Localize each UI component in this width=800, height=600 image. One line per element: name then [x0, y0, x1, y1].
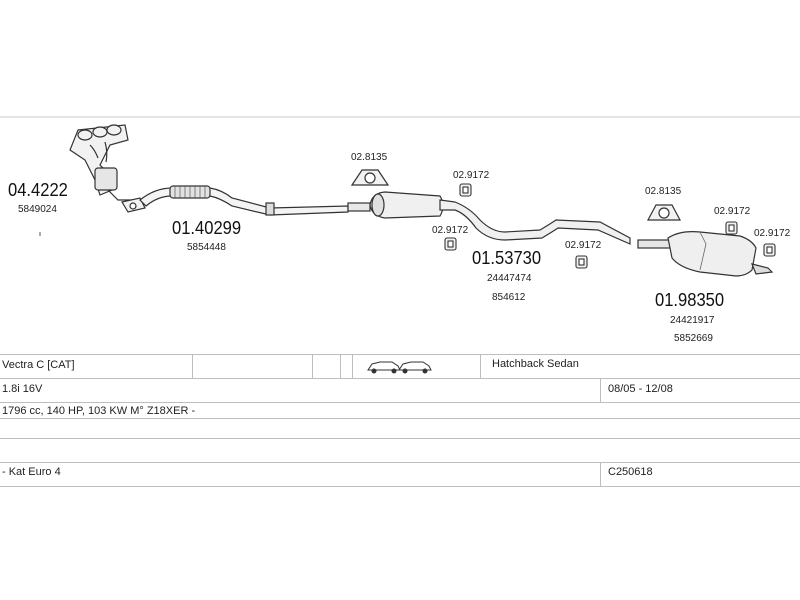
table-rule: [0, 462, 800, 463]
part-number-rear: 01.98350: [655, 290, 725, 310]
table-divider: [480, 355, 481, 378]
hanger-d-drawing: [725, 221, 738, 235]
table-divider: [600, 379, 601, 402]
table-divider: [340, 355, 341, 378]
oe-number-middle-2: 854612: [492, 292, 526, 303]
vehicle-model: Vectra C [CAT]: [2, 359, 75, 371]
label-hanger-a: 02.9172: [453, 170, 490, 181]
manifold-drawing: [69, 124, 146, 213]
oe-number-rear-2: 5852669: [674, 333, 713, 344]
table-divider: [312, 355, 313, 378]
table-rule: [0, 354, 800, 355]
vehicle-code: C250618: [608, 466, 653, 478]
label-gasket-a: 02.8135: [351, 152, 388, 163]
gasket-b-drawing: [647, 204, 681, 221]
car-icons: [367, 361, 432, 374]
table-rule: [0, 378, 800, 379]
hanger-b-drawing: [444, 237, 457, 251]
table-rule: [0, 486, 800, 487]
gasket-a-drawing: [350, 169, 390, 186]
label-gasket-b: 02.8135: [645, 186, 682, 197]
vehicle-emission: - Kat Euro 4: [2, 466, 61, 478]
oe-number-front-pipe: 5854448: [187, 242, 226, 253]
table-rule: [0, 418, 800, 419]
part-number-manifold: 04.4222: [8, 180, 68, 200]
front-pipe-drawing: [139, 185, 349, 216]
label-hanger-c: 02.9172: [565, 240, 602, 251]
hanger-c-drawing: [575, 255, 588, 269]
label-hanger-d: 02.9172: [714, 206, 751, 217]
oe-number-middle-1: 24447474: [487, 273, 532, 284]
table-divider: [192, 355, 193, 378]
table-divider: [352, 355, 353, 378]
oe-number-manifold: 5849024: [18, 204, 57, 215]
vehicle-body: Hatchback Sedan: [492, 358, 579, 370]
middle-silencer-drawing: [347, 191, 631, 245]
hanger-a-drawing: [459, 183, 472, 197]
hanger-e-drawing: [763, 243, 776, 257]
vehicle-engine: 1.8i 16V: [2, 383, 43, 395]
part-number-front-pipe: 01.40299: [172, 218, 242, 238]
rear-silencer-drawing: [637, 231, 774, 277]
table-rule: [0, 402, 800, 403]
part-number-middle: 01.53730: [472, 248, 542, 268]
label-hanger-e: 02.9172: [754, 228, 791, 239]
vehicle-spec: 1796 cc, 140 HP, 103 KW M° Z18XER -: [2, 405, 196, 417]
oe-number-rear-1: 24421917: [670, 315, 715, 326]
table-divider: [600, 463, 601, 486]
vehicle-years: 08/05 - 12/08: [608, 383, 673, 395]
label-hanger-b: 02.9172: [432, 225, 469, 236]
table-rule: [0, 438, 800, 439]
